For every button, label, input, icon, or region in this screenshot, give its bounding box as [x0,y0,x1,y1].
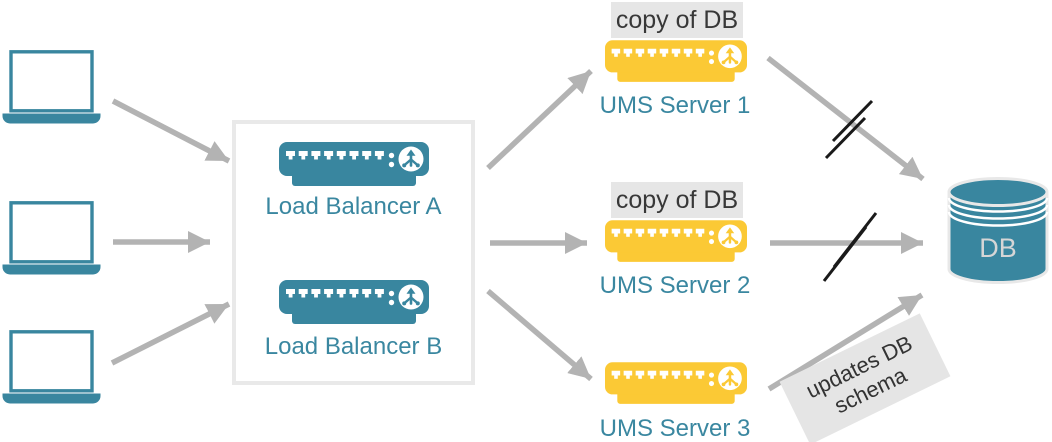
ums-server-2-label: UMS Server 2 [599,272,751,299]
server-icon [605,40,747,84]
copy-of-db-badge-2: copy of DB [611,182,743,218]
no-sync-slash-marks-2 [822,212,878,282]
laptop-icon [2,330,101,405]
database-cylinder-icon: DB [947,177,1049,284]
copy-of-db-badge-1: copy of DB [611,2,743,38]
load-balancer-a-label: Load Balancer A [265,193,442,220]
arrow-load-balancers-to-ums-3 [486,288,593,382]
server-icon [605,362,747,406]
server-icon [605,220,747,264]
ums-server-3-label: UMS Server 3 [599,415,751,442]
no-sync-slash-marks-1 [824,99,874,160]
load-balancer-group-box [232,120,475,385]
arrow-client-1-to-load-balancers [111,98,231,164]
db-label: DB [979,233,1017,263]
laptop-icon [2,201,101,276]
arrow-client-3-to-load-balancers [110,301,231,366]
arrow-load-balancers-to-ums-1 [486,68,593,171]
laptop-icon [2,50,101,125]
server-icon [279,280,429,326]
server-icon [279,142,429,188]
arrow-ums-1-to-db [766,55,925,182]
ums-server-1-label: UMS Server 1 [599,92,751,119]
load-balancer-b-label: Load Balancer B [264,333,443,360]
